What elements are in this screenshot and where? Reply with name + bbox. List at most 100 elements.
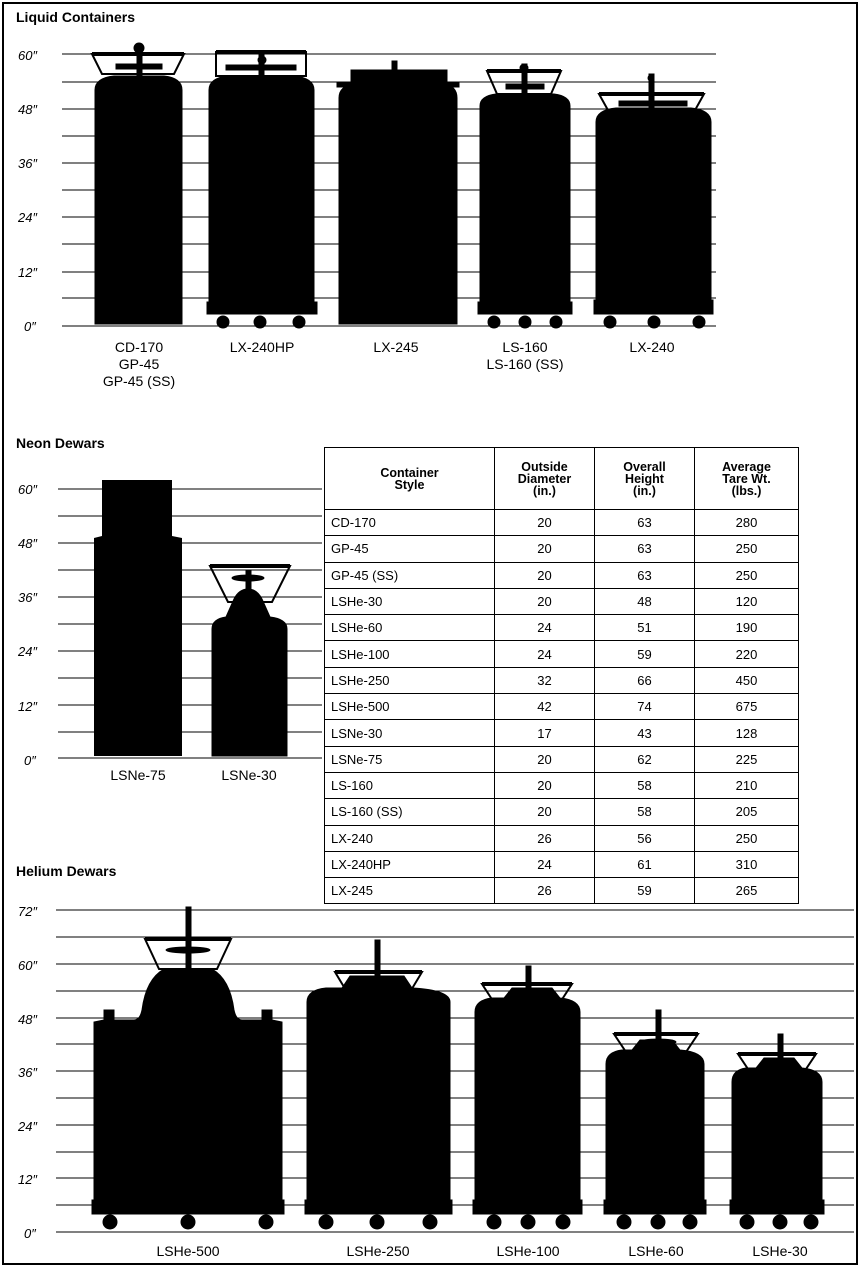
lshe-500-container-silhouette xyxy=(91,906,285,1230)
container-style-cell: LS-160 xyxy=(324,771,495,800)
neon-axis-48: 48″ xyxy=(18,536,37,551)
label-lshe-500: LSHe-500 xyxy=(156,1243,219,1259)
overall-height-cell: 51 xyxy=(594,614,695,642)
outside-diameter-cell: 26 xyxy=(494,877,595,905)
helium-axis-24: 24″ xyxy=(17,1119,37,1134)
tare-weight-cell: 250 xyxy=(694,824,799,852)
container-style-cell: LSHe-60 xyxy=(324,614,495,642)
overall-height-cell: 63 xyxy=(594,561,695,589)
outside-diameter-cell: 20 xyxy=(494,771,595,800)
container-style-cell: LSNe-75 xyxy=(324,745,495,773)
neon-section-title: Neon Dewars xyxy=(16,435,105,451)
label-lsne-30: LSNe-30 xyxy=(221,767,276,783)
label-lshe-60: LSHe-60 xyxy=(628,1243,683,1259)
overall-height-cell: 56 xyxy=(594,824,695,852)
container-style-cell: CD-170 xyxy=(324,508,495,537)
outside-diameter-cell: 20 xyxy=(494,798,595,826)
container-style-cell: LSHe-250 xyxy=(324,666,495,695)
liquid-axis-48: 48″ xyxy=(18,102,37,117)
outside-diameter-cell: 20 xyxy=(494,587,595,616)
label-lsne-75: LSNe-75 xyxy=(110,767,165,783)
helium-axis-48: 48″ xyxy=(18,1012,37,1027)
helium-labels: LSHe-500 LSHe-250 LSHe-100 LSHe-60 LSHe-… xyxy=(156,1243,807,1259)
liquid-axis: 0″ 12″ 24″ 36″ 48″ 60″ xyxy=(17,48,37,334)
label-ls-160: LS-160 xyxy=(502,339,547,355)
overall-height-cell: 63 xyxy=(594,508,695,537)
overall-height-cell: 48 xyxy=(594,587,695,616)
overall-height-cell: 43 xyxy=(594,719,695,747)
lx-240hp-container-silhouette xyxy=(206,50,318,329)
tare-weight-cell: 250 xyxy=(694,561,799,589)
container-style-cell: LX-240HP xyxy=(324,850,495,879)
outside-diameter-cell: 20 xyxy=(494,561,595,589)
liquid-section-title: Liquid Containers xyxy=(16,9,135,25)
lx-245-container-silhouette xyxy=(336,60,460,325)
tare-weight-cell: 225 xyxy=(694,745,799,773)
container-style-cell: LX-240 xyxy=(324,824,495,852)
label-lx-240: LX-240 xyxy=(629,339,674,355)
tare-weight-cell: 675 xyxy=(694,693,799,721)
outside-diameter-cell: 17 xyxy=(494,719,595,747)
label-lshe-30: LSHe-30 xyxy=(752,1243,807,1259)
overall-height-cell: 74 xyxy=(594,693,695,721)
outside-diameter-cell: 24 xyxy=(494,850,595,879)
lshe-250-container-silhouette xyxy=(304,939,453,1230)
outside-diameter-cell: 20 xyxy=(494,508,595,537)
container-style-cell: LSHe-100 xyxy=(324,640,495,668)
container-style-cell: LS-160 (SS) xyxy=(324,798,495,826)
label-lshe-100: LSHe-100 xyxy=(496,1243,559,1259)
lshe-100-container-silhouette xyxy=(472,965,583,1230)
label-ls-160-ss: LS-160 (SS) xyxy=(486,356,563,372)
neon-axis-24: 24″ xyxy=(17,644,37,659)
liquid-axis-36: 36″ xyxy=(18,156,37,171)
label-gp-45: GP-45 xyxy=(119,356,160,372)
container-style-cell: LX-245 xyxy=(324,877,495,905)
container-style-cell: GP-45 (SS) xyxy=(324,561,495,589)
neon-axis: 0″ 12″ 24″ 36″ 48″ 60″ xyxy=(17,482,37,768)
liquid-axis-60: 60″ xyxy=(18,48,37,63)
overall-height-cell: 63 xyxy=(594,535,695,563)
label-lx-240hp: LX-240HP xyxy=(230,339,295,355)
helium-axis-36: 36″ xyxy=(18,1065,37,1080)
overall-height-cell: 62 xyxy=(594,745,695,773)
label-gp-45-ss: GP-45 (SS) xyxy=(103,373,175,389)
tare-weight-cell: 265 xyxy=(694,877,799,905)
tare-weight-cell: 210 xyxy=(694,771,799,800)
tare-weight-cell: 128 xyxy=(694,719,799,747)
container-style-cell: LSNe-30 xyxy=(324,719,495,747)
overall-height-cell: 59 xyxy=(594,640,695,668)
lshe-60-container-silhouette xyxy=(603,1009,707,1230)
liquid-axis-0: 0″ xyxy=(24,319,36,334)
outside-diameter-cell: 26 xyxy=(494,824,595,852)
cd-170-container-silhouette xyxy=(90,42,186,325)
liquid-axis-24: 24″ xyxy=(17,210,37,225)
helium-axis: 0″ 12″ 24″ 36″ 48″ 60″ 72″ xyxy=(17,904,37,1241)
lsne-75-container-silhouette xyxy=(94,480,182,756)
container-style-cell: LSHe-30 xyxy=(324,587,495,616)
helium-section-title: Helium Dewars xyxy=(16,863,117,879)
overall-height-cell: 58 xyxy=(594,798,695,826)
helium-axis-72: 72″ xyxy=(18,904,37,919)
tare-weight-cell: 310 xyxy=(694,850,799,879)
helium-axis-0: 0″ xyxy=(24,1226,36,1241)
outside-diameter-cell: 32 xyxy=(494,666,595,695)
